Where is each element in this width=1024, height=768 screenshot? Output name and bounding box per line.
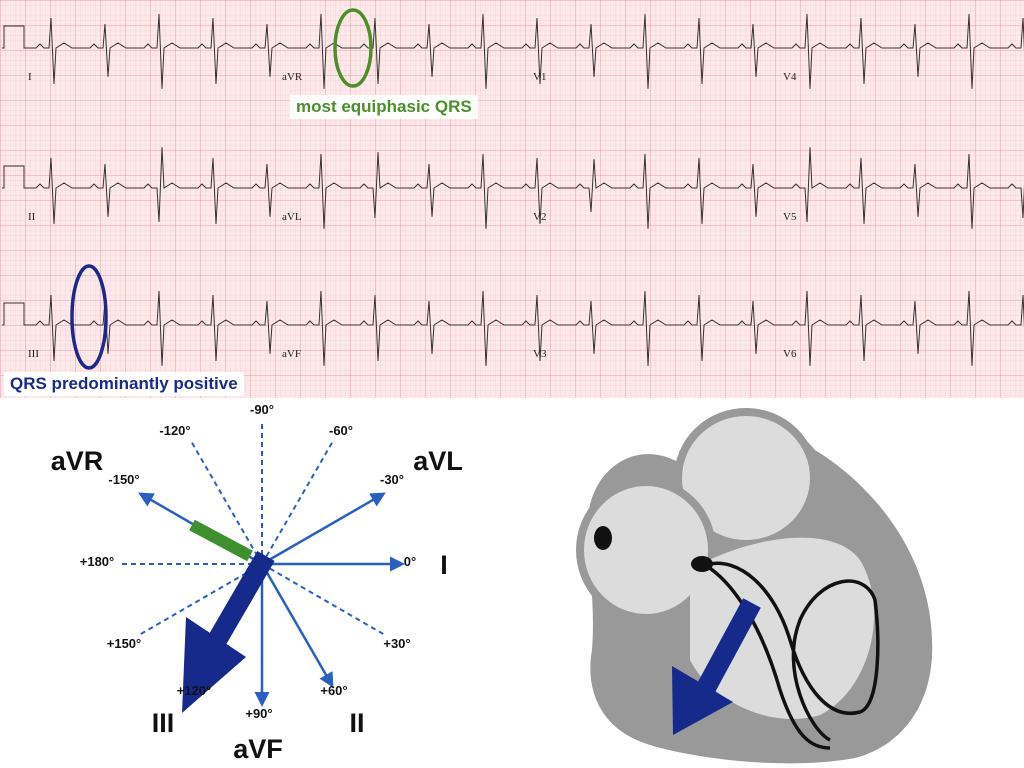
degree-label: +120° (177, 683, 211, 698)
dashed-axis-line (261, 442, 333, 565)
lead-label-avf: aVF (282, 348, 301, 360)
ecg-traces (2, 13, 1024, 366)
hexaxial-lead-avf: aVF (233, 734, 283, 764)
degree-label: -60° (329, 423, 353, 438)
lead-label-v2: V2 (533, 211, 546, 223)
degree-label: -120° (159, 423, 190, 438)
lead-label-v6: V6 (783, 348, 797, 360)
lead-arrow (261, 492, 386, 566)
dashed-axis-line (261, 563, 384, 635)
hexaxial-lead-ii: II (349, 708, 364, 738)
hexaxial-diagram: -90° -120° -60° -150° -30° +180° 0° +150° +30° +1… (51, 402, 463, 764)
equiphasic-qrs-marker (333, 8, 373, 88)
lead-label-i: I (28, 71, 32, 83)
ventricle-chamber (690, 537, 875, 719)
degree-label: +30° (383, 636, 410, 651)
lead-label-avr: aVR (282, 71, 303, 83)
equiphasic-bar (189, 519, 253, 562)
heart-illustration (576, 408, 933, 764)
aorta-chamber (674, 408, 818, 548)
hexaxial-lead-avr: aVR (51, 446, 104, 476)
hexaxial-lead-avl: aVL (413, 446, 463, 476)
lead-label-avl: aVL (282, 211, 302, 223)
lead-label-v5: V5 (783, 211, 797, 223)
positive-qrs-marker (70, 264, 108, 370)
lead-label-iii: III (28, 348, 39, 360)
hexaxial-lead-iii: III (152, 708, 175, 738)
ecg-trace-row (2, 147, 1024, 229)
positive-annotation: QRS predominantly positive (4, 372, 244, 396)
lead-label-v1: V1 (533, 71, 546, 83)
left-atrium-chamber (576, 478, 716, 622)
degree-label: +180° (80, 554, 114, 569)
degree-label: -90° (250, 402, 274, 417)
coronary-ostium (594, 526, 612, 550)
lead-label-ii: II (28, 211, 36, 223)
equiphasic-annotation: most equiphasic QRS (290, 95, 478, 119)
lead-arrow (260, 563, 334, 688)
degree-label: 0° (404, 554, 416, 569)
hexaxial-lead-i: I (440, 550, 448, 580)
wire-tip (691, 556, 713, 572)
mean-axis-arrow (182, 550, 275, 713)
conduction-wire (704, 561, 880, 750)
lead-label-v3: V3 (533, 348, 547, 360)
degree-label: +150° (107, 636, 141, 651)
degree-label: +90° (245, 706, 272, 721)
lead-label-v4: V4 (783, 71, 797, 83)
ecg-trace-row (2, 290, 1024, 366)
degree-label: -30° (380, 472, 404, 487)
ecg-trace-row (2, 13, 1024, 89)
degree-labels: -90° -120° -60° -150° -30° +180° 0° +150° +30° +1… (80, 402, 416, 721)
degree-label: +60° (320, 683, 347, 698)
heart-axis-arrow (672, 598, 761, 735)
degree-label: -150° (108, 472, 139, 487)
